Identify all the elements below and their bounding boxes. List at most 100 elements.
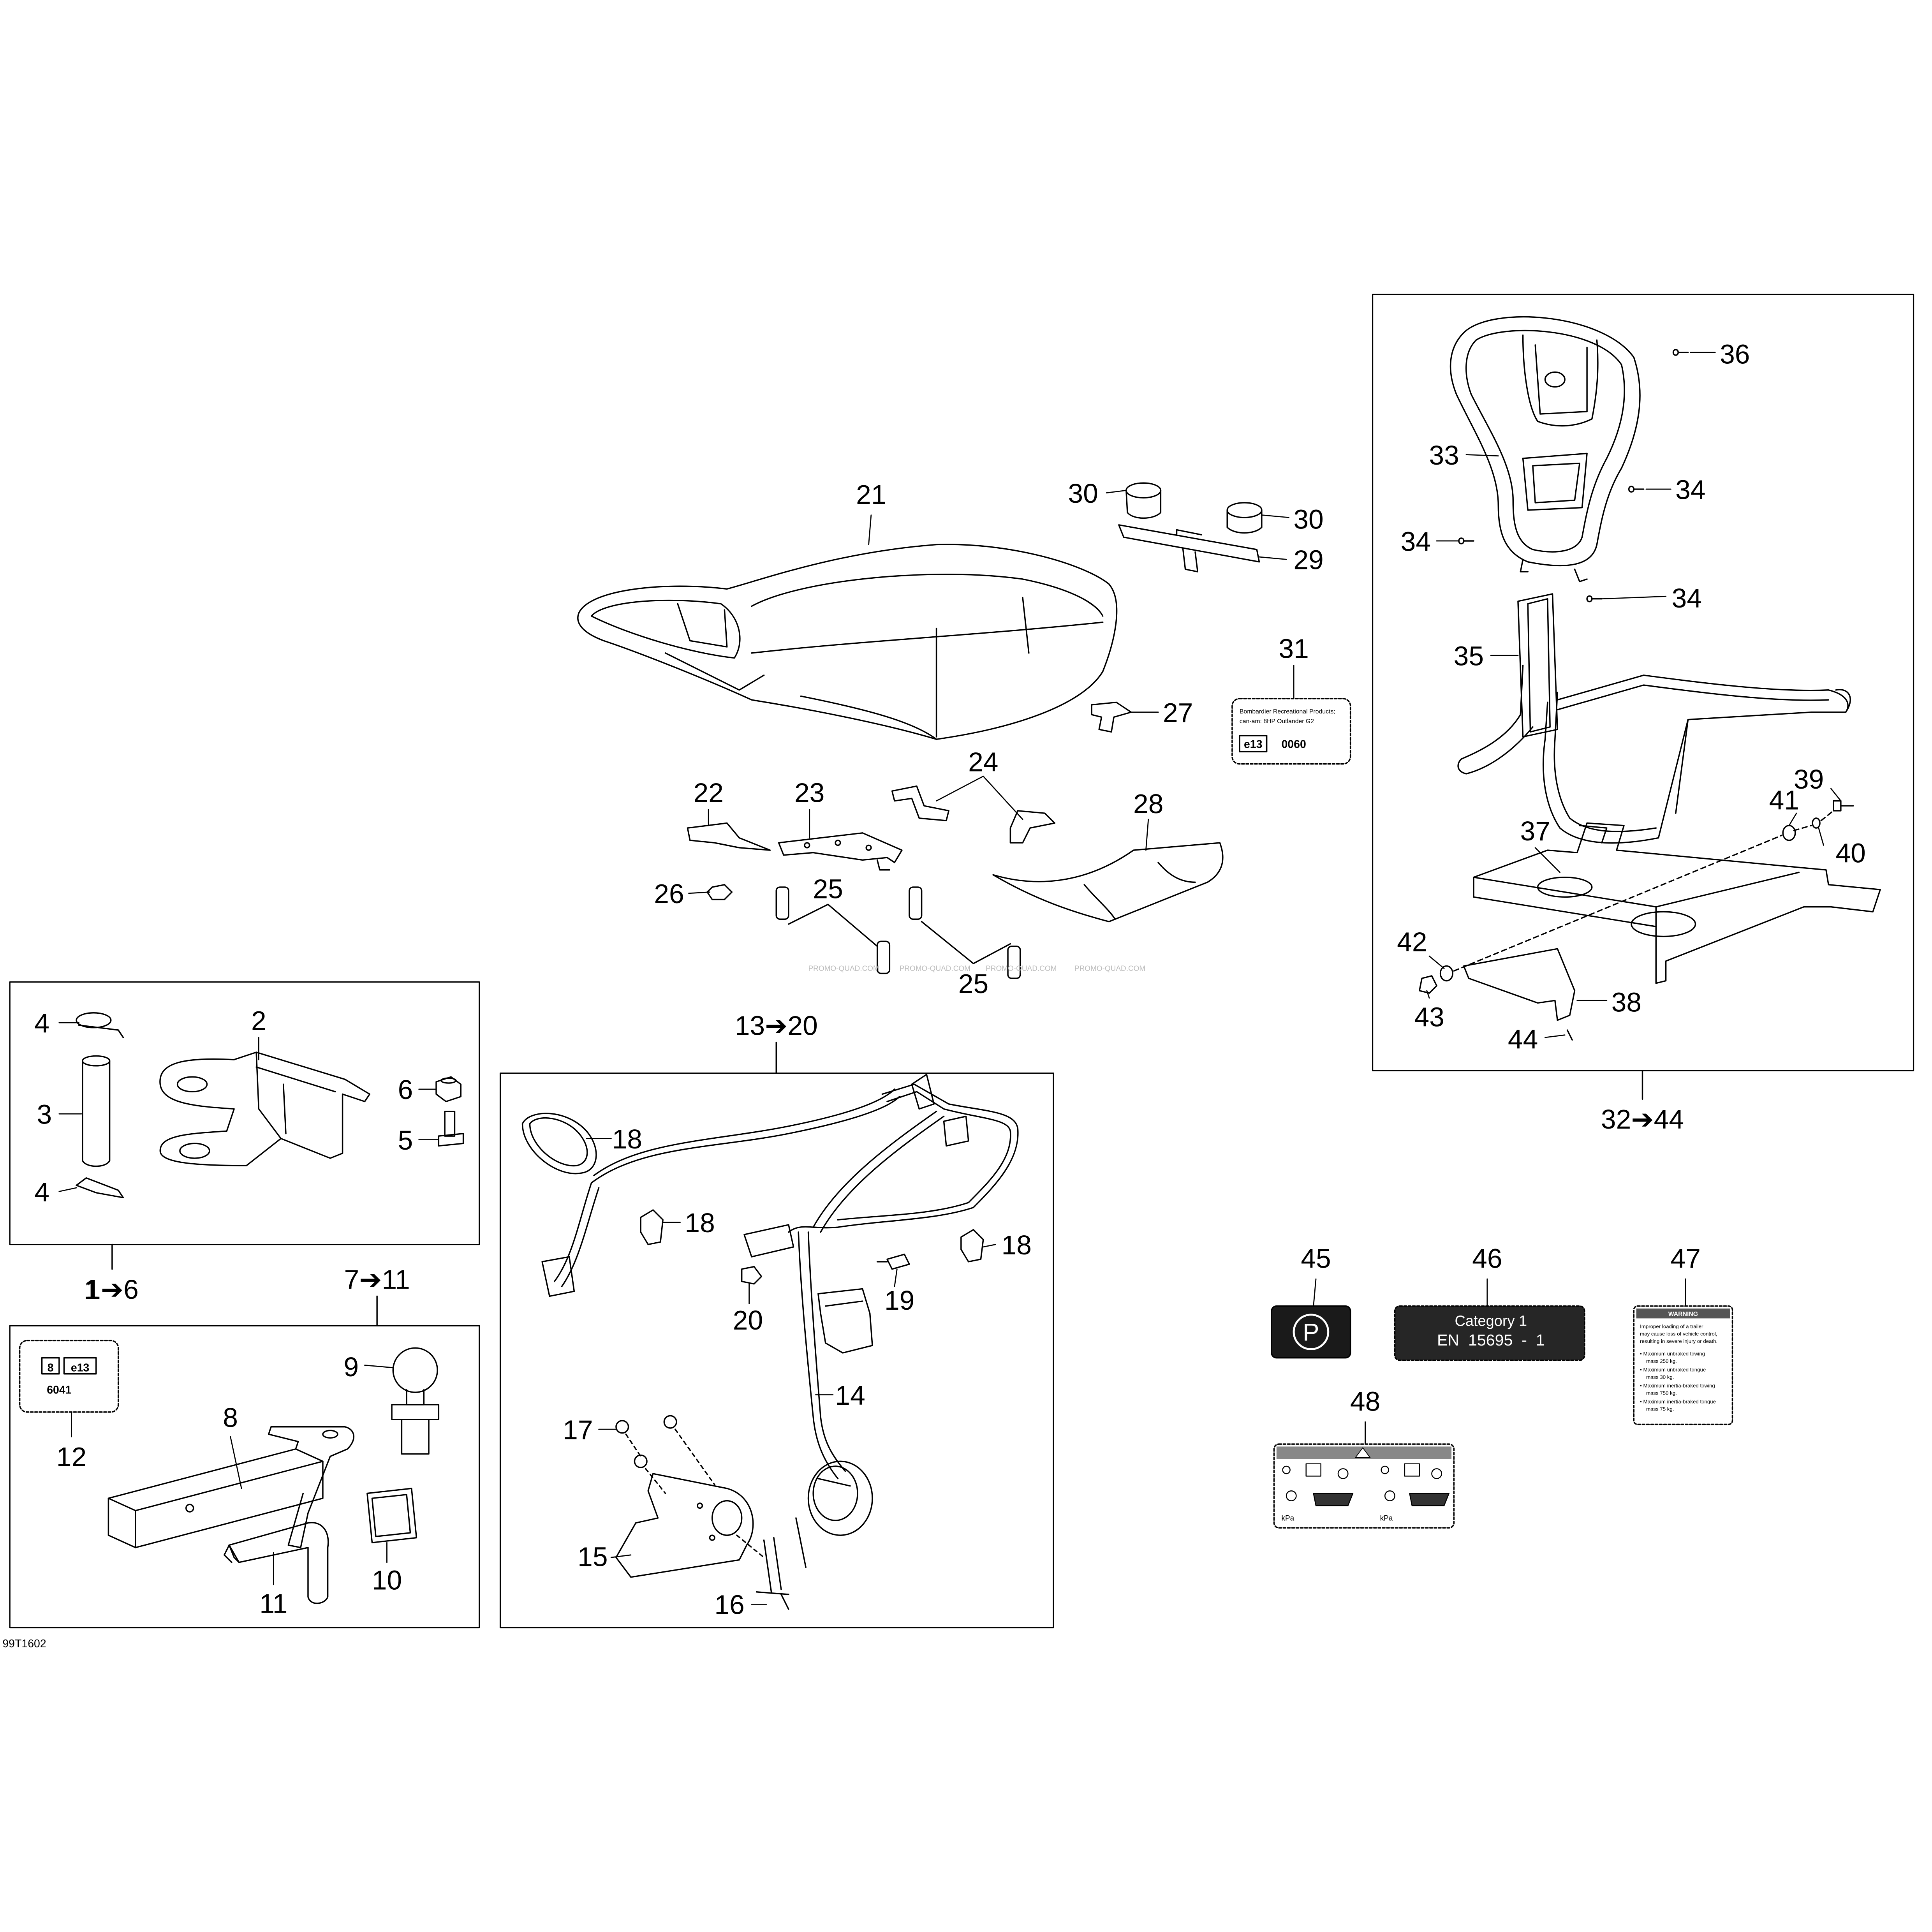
group-labels: 1➔6 7➔11 13➔20 32➔44 (86, 1011, 1684, 1305)
callout-6: 6 (398, 1074, 413, 1105)
group-label-1-6: 1➔6 (86, 1274, 139, 1305)
assembly-lines-37 (1453, 810, 1834, 972)
bracket-24-b (1009, 810, 1056, 844)
label-47-bullet3b: mass 750 kg. (1646, 1390, 1677, 1396)
nuts-17 (615, 1415, 677, 1468)
callout-34c: 34 (1672, 583, 1702, 613)
callout-44: 44 (1508, 1024, 1538, 1054)
plate-38 (1463, 948, 1576, 1041)
callout-5: 5 (398, 1125, 413, 1155)
label-47-bullet2b: mass 30 kg. (1646, 1374, 1674, 1380)
rack-37 (1473, 822, 1881, 984)
nut-26 (706, 884, 733, 900)
callout-18b: 18 (685, 1208, 715, 1238)
hitch-bracket-2 (159, 1051, 370, 1166)
hardware-39-43 (1419, 800, 1854, 994)
callout-43: 43 (1414, 1002, 1444, 1032)
mount-plate-15 (615, 1473, 754, 1578)
label-12-a: 8 (48, 1361, 54, 1374)
bumper-30-a (1125, 482, 1162, 519)
tow-bar-8 (107, 1426, 354, 1548)
leader-lines (58, 352, 1842, 1605)
callout-30b: 30 (1293, 504, 1323, 534)
harness-14 (541, 1074, 1019, 1479)
frame-35 (1457, 593, 1851, 844)
callout-12: 12 (56, 1442, 86, 1472)
label-48-text: kPa kPa (1281, 1514, 1393, 1522)
label-46-line2: EN 15695 - 1 (1437, 1331, 1545, 1349)
assembly-lines-15 (625, 1428, 765, 1558)
callout-3: 3 (37, 1099, 52, 1129)
watermark-2: PROMO-QUAD.COM (900, 965, 970, 973)
bolts-16 (756, 1517, 807, 1610)
callout-14: 14 (835, 1380, 865, 1411)
label-47-bullet3: • Maximum inertia-braked towing (1640, 1383, 1715, 1389)
watermark-4: PROMO-QUAD.COM (1074, 965, 1145, 973)
label-48-kpa-left: kPa (1281, 1514, 1294, 1522)
group-label-13-20: 13➔20 (735, 1011, 818, 1041)
callout-15: 15 (578, 1541, 608, 1572)
callout-19: 19 (884, 1285, 914, 1316)
label-12-number: 6041 (47, 1384, 71, 1396)
callout-4a: 4 (34, 1008, 49, 1038)
label-47-body1: Improper loading of a trailer (1640, 1324, 1703, 1330)
callout-17: 17 (563, 1414, 593, 1445)
callout-numbers: 1 2 3 4 4 5 6 8 9 10 11 12 14 15 16 17 1… (34, 339, 1866, 1620)
callout-26: 26 (654, 879, 684, 909)
callout-45: 45 (1301, 1243, 1331, 1274)
label-47-bullet2: • Maximum unbraked tongue (1640, 1367, 1706, 1372)
callout-31: 31 (1279, 634, 1309, 664)
socket-box (817, 1288, 873, 1354)
callout-40: 40 (1835, 838, 1865, 868)
label-48-kpa-right: kPa (1380, 1514, 1393, 1522)
group-label-7-11: 7➔11 (344, 1264, 410, 1294)
nut-20 (741, 1266, 763, 1285)
label-46-line1: Category 1 (1455, 1313, 1527, 1329)
callout-28: 28 (1133, 789, 1163, 819)
callout-21: 21 (856, 479, 886, 510)
callout-38: 38 (1611, 987, 1641, 1018)
label-46-text: Category 1 EN 15695 - 1 (1437, 1313, 1545, 1349)
decal-10 (366, 1488, 417, 1543)
callout-46: 46 (1472, 1243, 1502, 1274)
watermark-1: PROMO-QUAD.COM (808, 965, 879, 973)
cover-28 (992, 842, 1224, 923)
callout-20: 20 (733, 1305, 763, 1335)
callout-23: 23 (794, 778, 824, 808)
label-31-line2: can-am: 8HP Outlander G2 (1240, 718, 1314, 725)
pin-3 (82, 1055, 111, 1167)
bolt-5 (438, 1111, 464, 1147)
group-box-32-44 (1372, 294, 1914, 1072)
callout-25a: 25 (813, 874, 843, 904)
label-12-b: e13 (71, 1361, 90, 1374)
bracket-29 (1118, 524, 1260, 572)
label-45 (1271, 1305, 1351, 1359)
callout-39: 39 (1794, 764, 1824, 794)
label-31-text: Bombardier Recreational Products; can-am… (1240, 708, 1335, 751)
callout-22: 22 (694, 778, 724, 808)
backrest-33 (1449, 316, 1641, 567)
callout-18c: 18 (1002, 1230, 1032, 1260)
group-box-7-11 (9, 1325, 480, 1629)
clamp-18-left (640, 1209, 664, 1245)
callout-34b: 34 (1401, 526, 1431, 557)
label-47-body2: may cause loss of vehicle control, (1640, 1331, 1717, 1337)
clamp-18-right (960, 1229, 984, 1263)
screws-34-36 (1458, 349, 1689, 602)
callout-2: 2 (251, 1006, 266, 1036)
callout-36: 36 (1720, 339, 1750, 369)
callout-1: 1 (84, 1274, 99, 1305)
label-46 (1394, 1305, 1585, 1361)
label-45-symbol: P (1303, 1319, 1319, 1346)
label-47-body3: resulting in severe injury or death. (1640, 1338, 1717, 1344)
callout-27: 27 (1163, 697, 1193, 728)
mirror-18 (521, 1113, 597, 1175)
callout-34a: 34 (1675, 474, 1705, 505)
label-47-bullet1b: mass 250 kg. (1646, 1358, 1677, 1364)
spacers-25 (775, 886, 1021, 979)
callout-18a: 18 (612, 1124, 642, 1154)
callout-33: 33 (1429, 440, 1459, 470)
socket-plug (807, 1460, 873, 1536)
diagram-code: 99T1602 (2, 1638, 46, 1650)
